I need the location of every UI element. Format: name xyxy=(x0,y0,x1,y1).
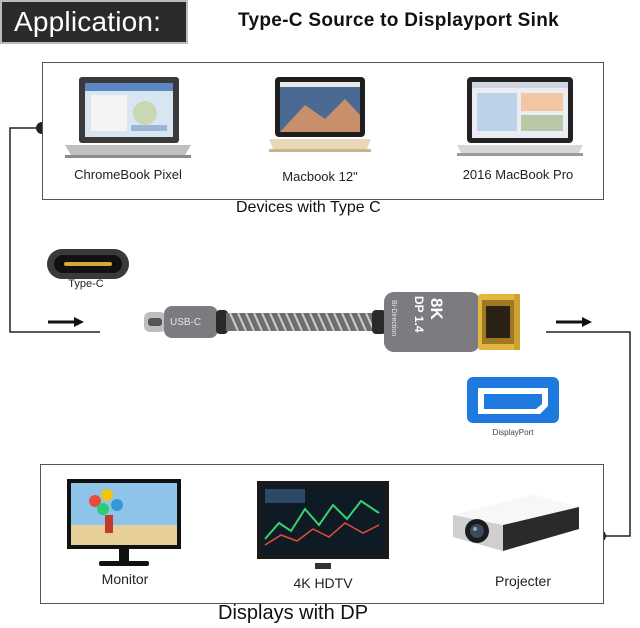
type-c-port-label: Type-C xyxy=(68,278,104,290)
usb-c-plug-label: USB-C xyxy=(170,317,202,328)
usb-c-to-dp-cable xyxy=(144,292,520,352)
device-label-macbook12: Macbook 12" xyxy=(282,169,358,184)
dp-resolution-label: 8K xyxy=(427,298,446,320)
dp-spec-label: DP 1.4 xyxy=(412,296,426,333)
monitor-icon xyxy=(67,479,181,566)
projector-icon xyxy=(453,495,579,551)
display-label-hdtv: 4K HDTV xyxy=(293,575,353,591)
device-label-macbookpro: 2016 MacBook Pro xyxy=(462,167,574,182)
dp-direction-label: Bi-Direction xyxy=(390,300,397,337)
headline-title: Type-C Source to Displayport Sink xyxy=(238,10,559,31)
macbook-12-icon xyxy=(269,77,371,152)
devices-caption: Devices with Type C xyxy=(236,199,381,216)
device-label-chromebook: ChromeBook Pixel xyxy=(74,167,182,182)
displays-caption: Displays with DP xyxy=(218,602,369,624)
application-badge: Application: xyxy=(0,0,188,44)
displayport-port-label: DisplayPort xyxy=(492,428,534,437)
display-label-monitor: Monitor xyxy=(101,571,149,587)
chromebook-pixel-icon xyxy=(65,77,191,158)
type-c-port-icon xyxy=(47,249,129,279)
displayport-port-icon xyxy=(467,377,559,423)
display-label-projector: Projecter xyxy=(494,573,552,589)
devices-panel: ChromeBook Pixel Macbook 12" 2016 MacBoo… xyxy=(42,62,604,200)
macbook-pro-icon xyxy=(457,77,583,156)
hdtv-icon xyxy=(257,481,389,569)
displays-panel: Monitor 4K HDTV Projecter xyxy=(40,464,604,604)
